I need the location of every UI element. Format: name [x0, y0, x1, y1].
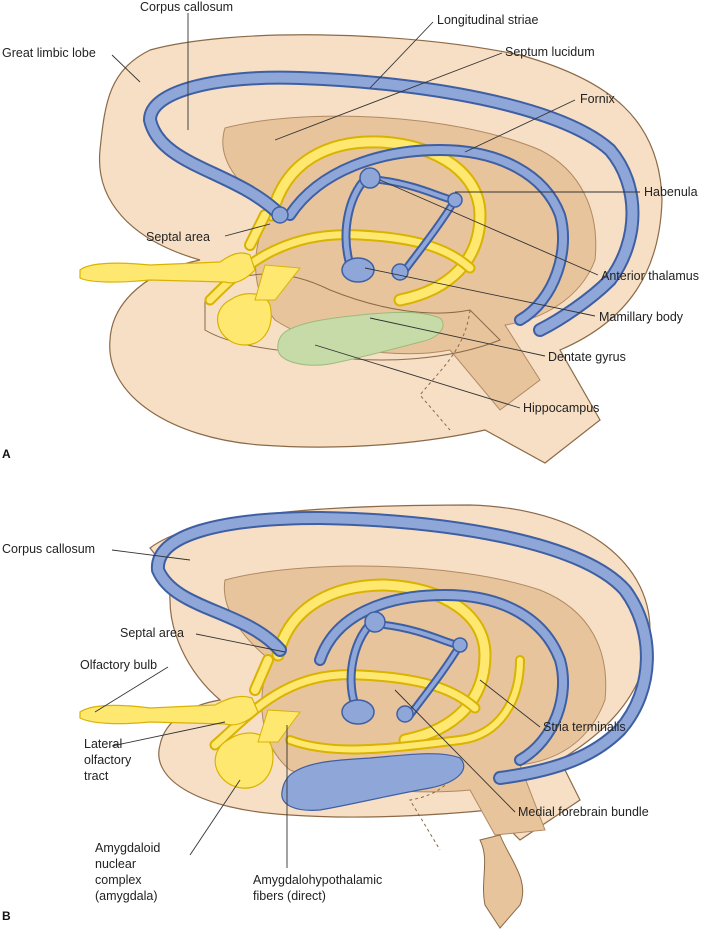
hippocampus-shape: [277, 311, 444, 366]
mamillary-body-b: [341, 699, 375, 725]
label-lateral-olfactory-tract-1: Lateral: [84, 737, 122, 751]
label-great-limbic-lobe: Great limbic lobe: [2, 46, 96, 60]
brainstem-b: [479, 834, 524, 929]
panel-b: Corpus callosum Septal area Olfactory bu…: [2, 504, 654, 929]
panel-letter-b: B: [2, 909, 11, 923]
label-fornix: Fornix: [580, 92, 615, 106]
leader-lines-a: [111, 13, 640, 409]
anterior-thalamus-node-b: [364, 611, 386, 633]
anterior-thalamus-node-a: [359, 167, 381, 189]
blue-tracts-b: [150, 511, 654, 785]
label-amygdaloid-1: Amygdaloid: [95, 841, 160, 855]
olfactory-bulb-b: [79, 695, 259, 726]
label-corpus-callosum-a: Corpus callosum: [140, 0, 233, 14]
label-medial-forebrain-bundle: Medial forebrain bundle: [518, 805, 649, 819]
label-septal-area-b: Septal area: [120, 626, 184, 640]
label-habenula: Habenula: [644, 185, 698, 199]
label-amygdaloid-4: (amygdala): [95, 889, 158, 903]
label-septal-area-a: Septal area: [146, 230, 210, 244]
label-amygdalohypothalamic-1: Amygdalohypothalamic: [253, 873, 382, 887]
label-septum-lucidum: Septum lucidum: [505, 45, 595, 59]
septal-fornix-node-a: [271, 206, 289, 224]
blue-tracts-a: [143, 70, 640, 337]
label-longitudinal-striae: Longitudinal striae: [437, 13, 539, 27]
hippocampus-b: [281, 753, 465, 811]
label-anterior-thalamus: Anterior thalamus: [601, 269, 699, 283]
panel-letter-a: A: [2, 447, 11, 461]
label-lateral-olfactory-tract-2: olfactory: [84, 753, 132, 767]
label-amygdalohypothalamic-2: fibers (direct): [253, 889, 326, 903]
habenula-node-a: [447, 192, 463, 208]
panel-a: Corpus callosum Great limbic lobe Longit…: [2, 0, 699, 464]
label-olfactory-bulb: Olfactory bulb: [80, 658, 157, 672]
amygdala-stalk-b: [257, 709, 301, 743]
label-amygdaloid-3: complex: [95, 873, 142, 887]
label-amygdaloid-2: nuclear: [95, 857, 136, 871]
label-stria-terminalis: Stria terminalis: [543, 720, 626, 734]
mamillary-node-b: [396, 705, 414, 723]
label-hippocampus: Hippocampus: [523, 401, 599, 415]
label-mamillary-body: Mamillary body: [599, 310, 684, 324]
amygdala-stalk-a: [254, 264, 301, 301]
temporal-dashed-line: [419, 309, 471, 431]
olfactory-bulb-a: [79, 252, 256, 284]
mamillary-node-a: [391, 263, 409, 281]
label-corpus-callosum-b: Corpus callosum: [2, 542, 95, 556]
mamillary-body-a: [341, 257, 375, 283]
habenula-node-b: [452, 637, 468, 653]
leader-lines-b: [94, 549, 541, 868]
label-lateral-olfactory-tract-3: tract: [84, 769, 109, 783]
label-dentate-gyrus: Dentate gyrus: [548, 350, 626, 364]
